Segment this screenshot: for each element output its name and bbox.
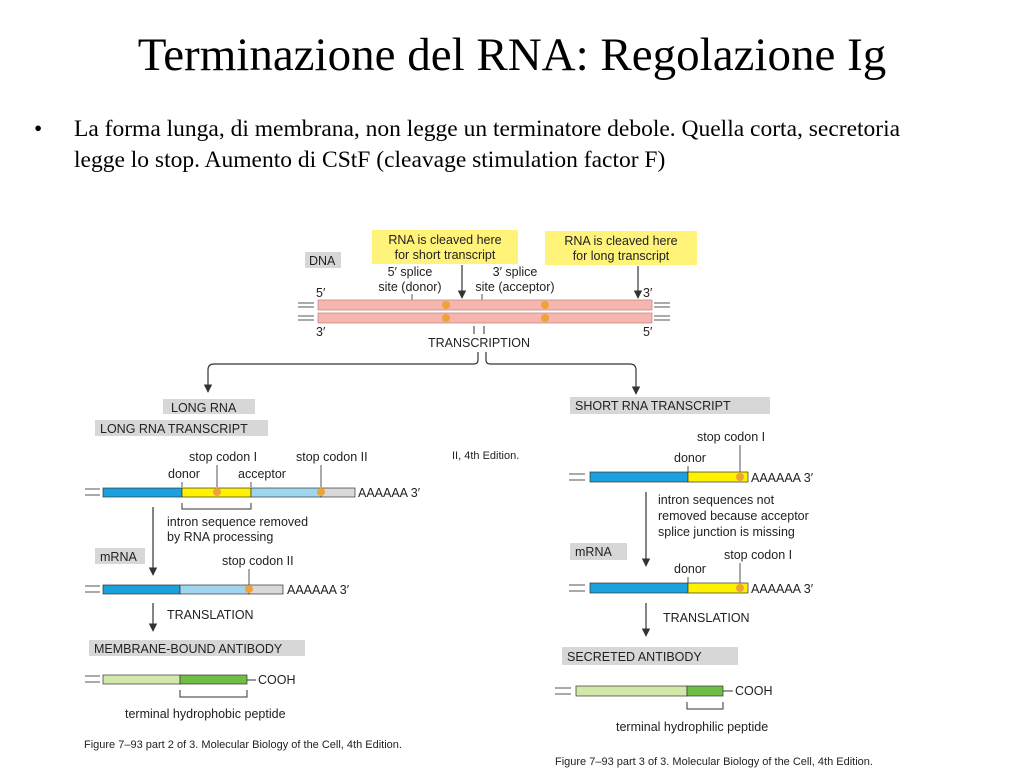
right-mrna-stop1-label: stop codon I <box>724 548 792 562</box>
left-peptide-bracket <box>179 690 248 698</box>
splice3-line2: site (acceptor) <box>475 280 554 294</box>
left-peptide-break <box>85 675 100 683</box>
right-mrna-box <box>570 543 627 560</box>
bullet-marker: • <box>34 116 43 142</box>
short-transcript-header-box <box>570 397 770 414</box>
dna-bottom-3prime: 3′ <box>316 325 326 339</box>
left-mrna-label: mRNA <box>100 550 137 564</box>
splice3-line1: 3′ splice <box>493 265 538 279</box>
right-peptide-bracket <box>686 702 724 710</box>
left-stop2-label: stop codon II <box>296 450 368 464</box>
bullet-text: La forma lunga, di membrana, non legge u… <box>74 116 901 173</box>
splice5-line1: 5′ splice <box>388 265 433 279</box>
right-stop1-dot <box>736 473 744 481</box>
right-peptide-break <box>555 687 571 695</box>
right-mrna-exon-yellow <box>687 582 749 594</box>
left-polya-label: AAAAAA 3′ <box>358 486 421 500</box>
right-antibody-box <box>562 647 738 665</box>
dna-label-box <box>305 252 341 268</box>
right-peptide-label: terminal hydrophilic peptide <box>616 720 768 734</box>
left-exon-blue <box>102 487 183 498</box>
right-intron-note-1: intron sequences not <box>658 493 775 507</box>
left-intron-lightblue <box>250 487 322 498</box>
dna-label: DNA <box>309 254 336 268</box>
left-intron-bracket <box>181 503 252 510</box>
right-mrna-donor-label: donor <box>674 562 706 576</box>
left-mrna-stop2-dot <box>245 585 253 593</box>
splice-dot <box>442 314 450 322</box>
left-mrna-tail-gray <box>248 584 284 595</box>
dna-top-strand <box>317 299 653 311</box>
left-stop2-dot <box>317 488 325 496</box>
right-peptide-light <box>575 685 688 697</box>
left-peptide-label: terminal hydrophobic peptide <box>125 707 286 721</box>
right-donor-label: donor <box>674 451 706 465</box>
callout-short-line1: RNA is cleaved here <box>388 233 501 247</box>
left-mrna-polya-label: AAAAAA 3′ <box>287 583 350 597</box>
left-stop1-label: stop codon I <box>189 450 257 464</box>
callout-long-line1: RNA is cleaved here <box>564 234 677 248</box>
left-donor-label: donor <box>168 467 200 481</box>
left-cooh-label: COOH <box>258 673 296 687</box>
dna-break-marks <box>298 302 670 321</box>
left-intron-note-2: by RNA processing <box>167 530 273 544</box>
dna-bottom-strand <box>317 312 653 324</box>
dna-bottom-5prime: 5′ <box>643 325 653 339</box>
right-stop1-label: stop codon I <box>697 430 765 444</box>
caption-fragment: II, 4th Edition. <box>452 450 519 462</box>
left-mrna-exon-lightblue <box>179 584 250 595</box>
right-intron-note-2: removed because acceptor <box>658 509 809 523</box>
right-intron-note-3: splice junction is missing <box>658 525 795 539</box>
left-peptide-dark <box>179 674 248 685</box>
left-mrna-break <box>85 585 100 593</box>
left-stop1-dot <box>213 488 221 496</box>
left-antibody-box <box>89 640 305 656</box>
left-caption: Figure 7–93 part 2 of 3. Molecular Biolo… <box>84 739 402 751</box>
right-mrna-break <box>569 584 585 592</box>
left-transcript-break <box>85 488 100 496</box>
callout-long-box <box>545 231 697 265</box>
right-polya-label: AAAAAA 3′ <box>751 471 814 485</box>
long-transcript-header: LONG RNA TRANSCRIPT <box>100 422 248 436</box>
left-acceptor-label: acceptor <box>238 467 286 481</box>
short-transcript-header: SHORT RNA TRANSCRIPT <box>575 399 731 413</box>
right-transcript-break <box>569 473 585 481</box>
left-mrna-box <box>95 548 145 564</box>
right-caption: Figure 7–93 part 3 of 3. Molecular Biolo… <box>555 756 873 768</box>
left-tail-gray <box>320 487 356 498</box>
right-mrna-label: mRNA <box>575 545 612 559</box>
right-antibody-label: SECRETED ANTIBODY <box>567 650 702 664</box>
right-mrna-polya-label: AAAAAA 3′ <box>751 582 814 596</box>
right-mrna-stop1-dot <box>736 584 744 592</box>
left-mrna-exon-blue <box>102 584 181 595</box>
right-translation-label: TRANSLATION <box>663 611 750 625</box>
right-cooh-label: COOH <box>735 684 773 698</box>
branch-arrow-right <box>485 352 641 395</box>
right-exon-yellow <box>687 471 749 483</box>
left-mrna-stop2-label: stop codon II <box>222 554 294 568</box>
splice-dot <box>442 301 450 309</box>
callout-short-box <box>372 230 518 264</box>
splice-dot <box>541 314 549 322</box>
slide-title: Terminazione del RNA: Regolazione Ig <box>137 29 887 81</box>
right-mrna-exon-blue <box>589 582 689 594</box>
branch-arrow-left <box>203 352 479 393</box>
left-intron-note-1: intron sequence removed <box>167 515 308 529</box>
right-exon-blue <box>589 471 689 483</box>
dna-top-3prime: 3′ <box>643 286 653 300</box>
callout-long-line2: for long transcript <box>573 249 670 263</box>
splice5-line2: site (donor) <box>378 280 441 294</box>
left-translation-label: TRANSLATION <box>167 608 254 622</box>
splice-dot <box>541 301 549 309</box>
dna-top-5prime: 5′ <box>316 286 326 300</box>
long-rna-overlap-label: LONG RNA <box>171 401 237 415</box>
left-antibody-label: MEMBRANE-BOUND ANTIBODY <box>94 642 283 656</box>
left-peptide-light <box>102 674 181 685</box>
transcription-label: TRANSCRIPTION <box>428 336 530 350</box>
right-peptide-dark <box>686 685 724 697</box>
long-transcript-header-box <box>95 420 268 436</box>
long-rna-label-box <box>163 399 255 414</box>
callout-short-line2: for short transcript <box>395 248 496 262</box>
